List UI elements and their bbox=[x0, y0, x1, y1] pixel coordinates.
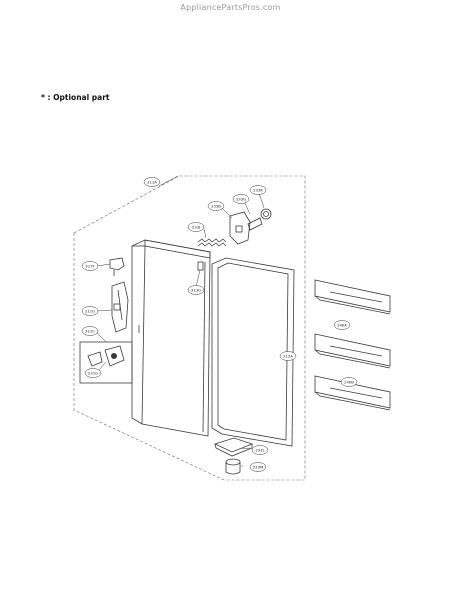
door-spring bbox=[197, 238, 227, 247]
callout-233l: 233L bbox=[251, 445, 269, 455]
door-bin-upper bbox=[314, 279, 391, 315]
svg-text:211G: 211G bbox=[85, 309, 95, 314]
callout-211g: 211G bbox=[81, 306, 99, 316]
bottom-cap bbox=[225, 458, 241, 475]
leader-lines bbox=[96, 175, 353, 467]
svg-text:240A: 240A bbox=[337, 323, 347, 328]
optional-part-legend: * : Optional part bbox=[41, 93, 110, 102]
callout-233g: 233G bbox=[232, 194, 250, 204]
callout-240a: 240A bbox=[333, 320, 351, 330]
callout-233k: 233K bbox=[249, 185, 267, 195]
watermark: AppliancePartsPros.com bbox=[180, 3, 281, 12]
callout-317f: 317F bbox=[81, 261, 99, 271]
optional-parts-box bbox=[79, 341, 133, 384]
latch-mechanism bbox=[111, 281, 129, 333]
callout-211a: 211A bbox=[143, 177, 161, 187]
assembly-boundary bbox=[73, 175, 306, 481]
bracket-317f bbox=[109, 257, 125, 276]
svg-text:233B: 233B bbox=[211, 204, 221, 209]
callout-321c: 321C bbox=[81, 326, 99, 336]
callout-231g: 231G bbox=[84, 368, 102, 378]
svg-text:240B: 240B bbox=[344, 380, 354, 385]
callout-233b: 233B bbox=[207, 201, 225, 211]
door-bin-lower bbox=[314, 375, 391, 411]
svg-text:321C: 321C bbox=[85, 329, 95, 334]
svg-text:317F: 317F bbox=[85, 264, 94, 269]
callout-313g: 313G bbox=[187, 285, 205, 295]
svg-text:212A: 212A bbox=[283, 354, 293, 359]
svg-text:233G: 233G bbox=[236, 197, 246, 202]
callout-212a: 212A bbox=[279, 351, 297, 361]
door-panel bbox=[131, 239, 211, 437]
svg-text:233M: 233M bbox=[253, 465, 264, 470]
svg-text:233L: 233L bbox=[255, 448, 265, 453]
bottom-hinge bbox=[213, 437, 254, 457]
callout-240b: 240B bbox=[340, 377, 358, 387]
svg-text:231G: 231G bbox=[88, 371, 98, 376]
svg-text:313G: 313G bbox=[191, 288, 201, 293]
door-bin-middle bbox=[314, 333, 391, 369]
svg-text:211A: 211A bbox=[147, 180, 157, 185]
door-gasket bbox=[211, 257, 295, 447]
svg-text:233J: 233J bbox=[192, 225, 200, 230]
callout-233j: 233J bbox=[187, 222, 205, 232]
hinge-assembly bbox=[229, 208, 272, 245]
svg-text:233K: 233K bbox=[253, 188, 263, 193]
callout-233m: 233M bbox=[249, 462, 267, 472]
